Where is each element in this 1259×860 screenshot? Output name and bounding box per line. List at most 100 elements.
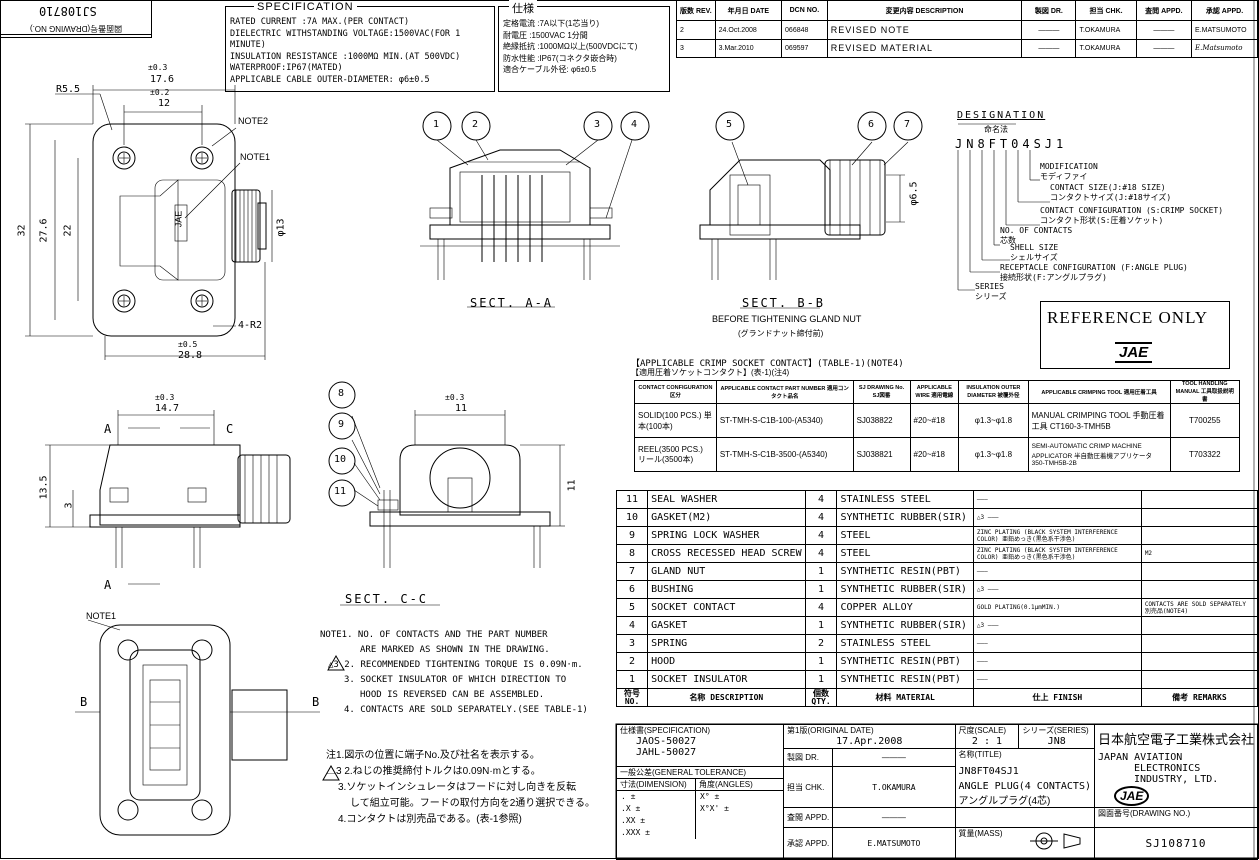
mass-cell: 質量(MASS) [954, 827, 1095, 860]
dim-288: 28.8 [178, 350, 203, 361]
rev-header: 承認 APPD. [1191, 0, 1258, 22]
sect-cc-label: SECT. C-C [345, 592, 429, 606]
bom-cell: 4 [804, 490, 838, 509]
dwg-label-cell: 図面番号(DRAWING NO.) [1093, 807, 1259, 828]
applicable-header: SJ DRAWING No. SJ図番 [852, 380, 911, 404]
rev-cell: T.OKAMURA [1075, 38, 1137, 59]
dim-13: φ13 [275, 218, 287, 237]
applicable-table-title-jp: 【適用圧着ソケットコンタクト】(表-1)(注4) [631, 368, 790, 377]
designation-item: SHELL SIZE [1010, 243, 1059, 252]
bom-header: 名称 DESCRIPTION [647, 688, 806, 707]
applicable-row: REEL(3500 PCS.) リール(3500本) ST-TMH-S-C1B-… [634, 437, 1241, 472]
section-c: C [226, 422, 234, 436]
bom-cell: 1 [804, 652, 838, 671]
tb-ang-row: X°X' ± [700, 804, 729, 813]
balloon-5: 5 [726, 119, 733, 130]
bom-cell: SEAL WASHER [647, 490, 806, 509]
applicable-header: TOOL HANDLING MANUAL 工具取扱説明書 [1169, 380, 1241, 404]
note-line: HOOD IS REVERSED CAN BE ASSEMBLED. [360, 690, 545, 700]
rev-header: 製図 DR. [1021, 0, 1077, 22]
applicable-header: INSULATION OUTER DIAMETER 被覆外径 [958, 380, 1029, 404]
bom-cell: SOCKET CONTACT [647, 598, 806, 617]
balloon-6: 6 [868, 119, 875, 130]
rev-header: 変更内容 DESCRIPTION [826, 0, 1023, 22]
sect-bb-label: SECT. B-B [742, 296, 826, 310]
specification-title: SPECIFICATION [254, 1, 357, 13]
dim-3: 3 [63, 502, 75, 509]
designation-title-jp: 命名法 [984, 125, 1008, 134]
bom-cell: 1 [804, 562, 838, 581]
tb-chk-label: 担当 CHK. [782, 766, 834, 808]
tb-appd: ——— [832, 807, 956, 828]
rev-header: 担当 CHK. [1075, 0, 1137, 22]
rev-cell: REVISED NOTE [826, 20, 1023, 40]
designation-item: コンタクトサイズ(J:#18サイズ) [1050, 193, 1172, 202]
tb-ang-row: X° ± [700, 792, 720, 801]
rev-cell: T.OKAMURA [1075, 20, 1137, 40]
tb-tol-row: . ± [621, 792, 636, 801]
section-b-left: B [80, 695, 88, 709]
tb-chk: T.OKAMURA [832, 766, 956, 808]
bom-header: 符号 NO. [615, 688, 649, 707]
bom-cell: GASKET(M2) [647, 508, 806, 527]
bom-header: 材料 MATERIAL [836, 688, 974, 707]
drawing-no-tab-label: 図面番号(DRAWING NO.) [1, 23, 151, 35]
section-a-top: A [104, 422, 112, 436]
rev-triangle-jp [322, 764, 340, 781]
designation-item: MODIFICATION [1040, 162, 1098, 171]
bom-cell: GLAND NUT [647, 562, 806, 581]
tb-series: JN8 [1047, 736, 1066, 747]
bom-cell [1140, 652, 1259, 671]
bom-cell: △3 ——— [972, 616, 1142, 635]
applicable-cell: #20~#18 [909, 437, 960, 472]
specification-block: SPECIFICATION RATED CURRENT :7A MAX.(PER… [225, 1, 495, 92]
bom-cell [1140, 562, 1259, 581]
applicable-header: CONTACT CONFIGURATION 区分 [634, 380, 717, 404]
tb-title-jp: アングルプラグ(4芯) [958, 796, 1051, 807]
applicable-header: APPLICABLE CRIMPING TOOL 適用圧着工具 [1027, 380, 1171, 404]
bom-cell [1140, 670, 1259, 689]
bom-cell: STEEL [836, 544, 974, 563]
reference-only-text: REFERENCE ONLY [1047, 308, 1209, 327]
dim-12: 12 [158, 98, 171, 109]
tb-tol-row: .XX ± [621, 816, 646, 825]
notes-en: NOTE1. NO. OF CONTACTS AND THE PART NUMB… [320, 628, 588, 718]
designation-item: モディファイ [1040, 172, 1088, 181]
balloon-3: 3 [594, 119, 601, 130]
bom-cell: 1 [804, 580, 838, 599]
designation-code: JN8FT04SJ1 [955, 137, 1068, 151]
rev-cell: E.Matsumoto [1191, 38, 1258, 59]
dim-pm02-top: ±0.2 [150, 88, 170, 97]
spec-jp-line: 定格電流 :7A以下(1芯当り) [503, 19, 600, 28]
bom-cell: 2 [615, 652, 649, 671]
spec-line: WATERPROOF:IP67(MATED) [230, 63, 343, 73]
bom-cell: SYNTHETIC RUBBER(SIR) [836, 616, 974, 635]
bom-cell: 10 [615, 508, 649, 527]
rev-cell: E.MATSUMOTO [1191, 20, 1258, 40]
note2-label: NOTE2 [238, 116, 269, 126]
bom-cell: ——— [972, 634, 1142, 653]
tb-spec-label: 仕様書(SPECIFICATION) [620, 726, 711, 735]
applicable-cell: φ1.3~φ1.8 [958, 403, 1029, 438]
bom-cell: △3 ——— [972, 508, 1142, 527]
dim-147: 14.7 [155, 403, 180, 414]
rev-header: 年月日 DATE [714, 0, 783, 22]
bom-cell: SPRING [647, 634, 806, 653]
balloon-9: 9 [338, 419, 345, 430]
balloon-11: 11 [334, 486, 347, 497]
bom-cell [1140, 634, 1259, 653]
company-logo: JAE [1114, 786, 1150, 806]
dim-pm03-side: ±0.3 [155, 393, 175, 402]
section-a-bottom: A [104, 578, 112, 592]
bom-cell: 3 [615, 634, 649, 653]
rev-cell: ——— [1021, 38, 1077, 59]
applicable-cell: φ1.3~φ1.8 [958, 437, 1029, 472]
spec-jp-line: 適合ケーブル外径: φ6±0.5 [503, 65, 597, 74]
spec-line: DIELECTRIC WITHSTANDING VOLTAGE:1500VAC(… [230, 28, 461, 51]
section-b-right: B [312, 695, 320, 709]
